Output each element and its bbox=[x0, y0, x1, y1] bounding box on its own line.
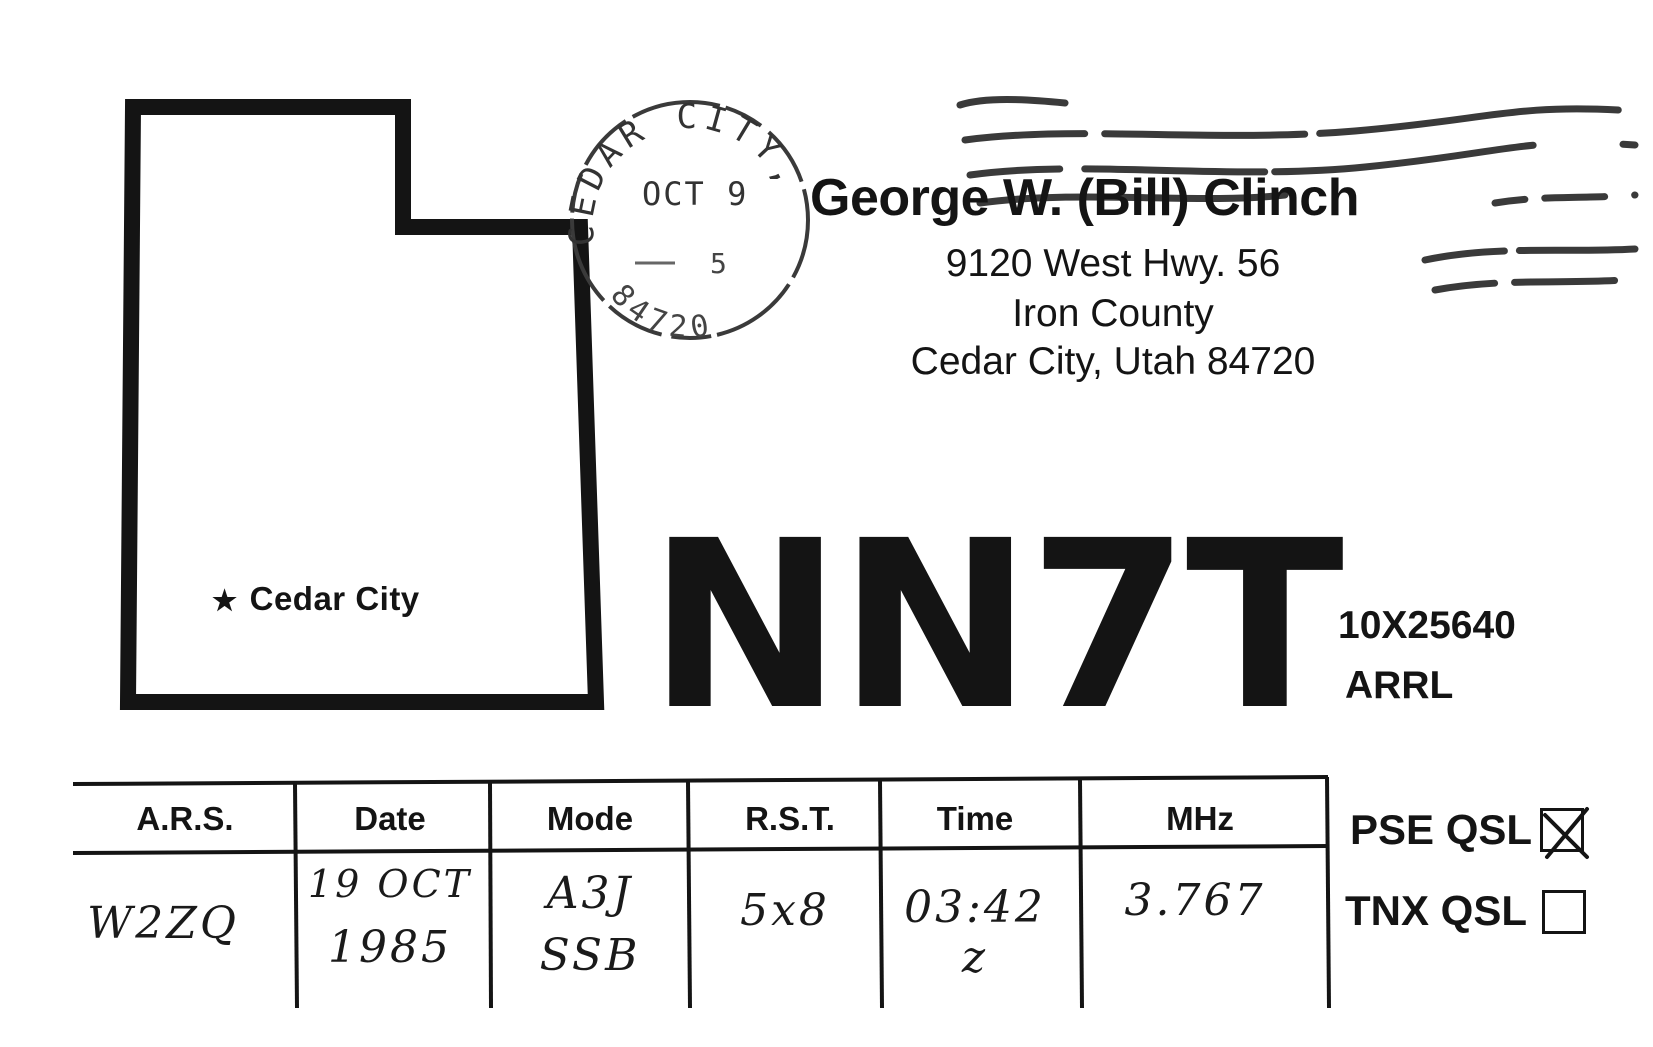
address-line-1: 9120 West Hwy. 56 bbox=[945, 242, 1281, 285]
callsign: NN7T bbox=[648, 491, 1344, 761]
entry-time-line2: z bbox=[961, 932, 989, 983]
tnx-qsl-checkbox[interactable] bbox=[1542, 890, 1586, 934]
pse-qsl-label: PSE QSL bbox=[1350, 806, 1533, 853]
map-location-label: ★ Cedar City bbox=[212, 580, 420, 618]
entry-ars: W2ZQ bbox=[87, 898, 239, 949]
address-line-2: Iron County bbox=[1012, 292, 1214, 335]
col-header-mode: Mode bbox=[546, 800, 634, 837]
star-icon: ★ bbox=[212, 585, 238, 616]
col-header-mhz: MHz bbox=[1166, 800, 1234, 837]
entry-mode-line1: A3J bbox=[546, 868, 634, 919]
address-line-3: Cedar City, Utah 84720 bbox=[910, 340, 1316, 383]
col-header-rst: R.S.T. bbox=[745, 800, 835, 837]
map-location-text: Cedar City bbox=[249, 580, 420, 617]
postmark-stamp: CEDAR CITY, U OCT 9 5 84720 bbox=[560, 95, 810, 346]
col-header-ars: A.R.S. bbox=[136, 800, 234, 837]
entry-date-line2: 1985 bbox=[328, 922, 452, 973]
club-name: ARRL bbox=[1345, 664, 1454, 707]
check-x-mark-icon bbox=[1543, 807, 1589, 859]
entry-date-line1: 19 OCT bbox=[307, 862, 472, 906]
pse-qsl-checkbox[interactable] bbox=[1540, 807, 1589, 859]
sender-name: George W. (Bill) Clinch bbox=[810, 169, 1359, 227]
col-header-time: Time bbox=[936, 800, 1014, 837]
postmark-date: OCT 9 bbox=[642, 175, 748, 213]
member-number: 10X25640 bbox=[1338, 604, 1516, 647]
entry-rst: 5x8 bbox=[740, 885, 830, 936]
tnx-qsl-label: TNX QSL bbox=[1345, 887, 1528, 934]
col-header-date: Date bbox=[354, 800, 426, 837]
postmark-day: 5 bbox=[710, 247, 727, 280]
entry-mhz: 3.767 bbox=[1124, 875, 1266, 926]
entry-time-line1: 03:42 bbox=[904, 882, 1046, 933]
postal-cancellation-lines bbox=[956, 96, 1639, 294]
entry-mode-line2: SSB bbox=[539, 930, 641, 981]
